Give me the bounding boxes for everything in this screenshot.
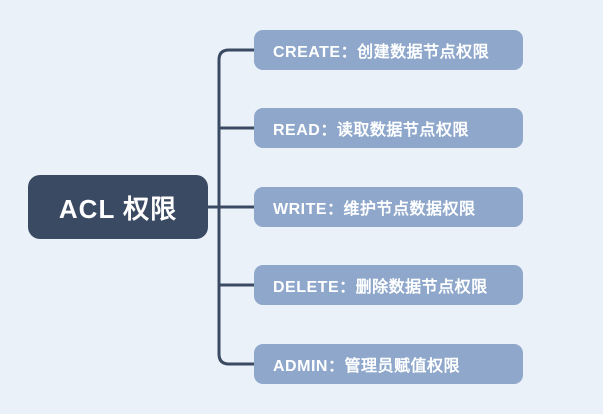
branch-node-label: DELETE：删除数据节点权限 xyxy=(273,279,488,296)
root-node-label: ACL 权限 xyxy=(58,193,178,224)
branch-node-delete[interactable]: DELETE：删除数据节点权限 xyxy=(254,265,523,305)
branch-node-write[interactable]: WRITE：维护节点数据权限 xyxy=(254,187,523,227)
branch-node-label: READ：读取数据节点权限 xyxy=(273,122,469,139)
branch-node-label: WRITE：维护节点数据权限 xyxy=(273,201,476,218)
branch-node-label: CREATE：创建数据节点权限 xyxy=(273,44,490,61)
branch-node-read[interactable]: READ：读取数据节点权限 xyxy=(254,108,523,148)
root-node-acl[interactable]: ACL 权限 xyxy=(28,175,208,239)
branch-node-label: ADMIN：管理员赋值权限 xyxy=(273,358,460,375)
branch-node-admin[interactable]: ADMIN：管理员赋值权限 xyxy=(254,344,523,384)
branch-node-create[interactable]: CREATE：创建数据节点权限 xyxy=(254,30,523,70)
